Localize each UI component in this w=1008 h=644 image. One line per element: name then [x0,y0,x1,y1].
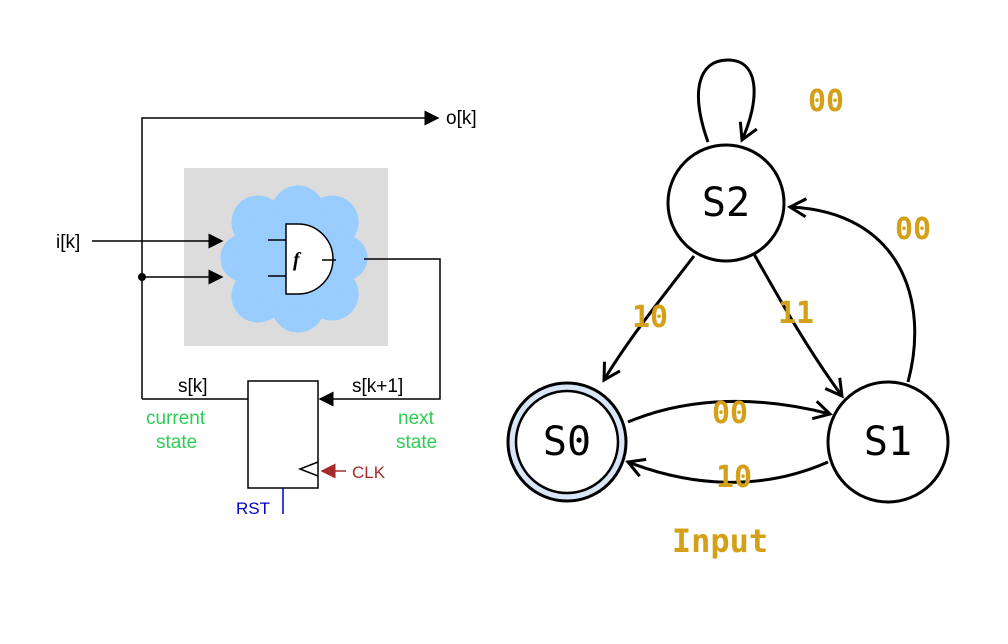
label-s1-s2: 00 [895,212,931,247]
clock-label: CLK [352,463,386,482]
transition-s0-s1 [627,399,833,424]
diagram-caption: Input [672,522,768,560]
label-s0-s1: 00 [712,396,748,431]
next-state-line2: state [396,432,437,453]
next-state-line1: next [398,408,435,429]
transition-s2-s0 [602,255,696,383]
next-state-wire [318,258,441,407]
sequential-circuit: f o[k] i[k] s[k] s[k+1] current state ne… [56,108,477,518]
state-s2-circle [666,143,786,263]
transition-s2-s1 [752,253,844,399]
current-state-line1: current [146,408,206,429]
label-s2-s1: 11 [778,296,814,331]
function-label: f [293,249,302,271]
label-s2-s0: 10 [632,300,668,335]
state-label: s[k] [178,376,208,397]
state-s2-label: S2 [702,180,750,226]
state-diagram: S2 S0 S1 00 00 10 11 00 10 Input [506,58,950,560]
label-s1-s0: 10 [716,460,752,495]
state-s1-label: S1 [864,419,912,465]
clock-triangle [297,461,319,477]
output-wire [141,110,440,399]
current-state-line2: state [156,432,197,453]
input-label: i[k] [56,232,80,253]
function-gate [285,223,334,295]
label-s2-s2: 00 [808,84,844,119]
reset-label: RST [236,499,270,518]
transition-s1-s2 [786,197,917,383]
transition-s2-s2 [696,58,758,143]
output-label: o[k] [446,108,477,129]
next-state-label: s[k+1] [352,376,403,397]
state-s0-circle [514,389,620,495]
transition-s1-s0 [625,457,829,484]
state-s1-circle [826,380,950,504]
state-s0-label: S0 [543,419,591,465]
